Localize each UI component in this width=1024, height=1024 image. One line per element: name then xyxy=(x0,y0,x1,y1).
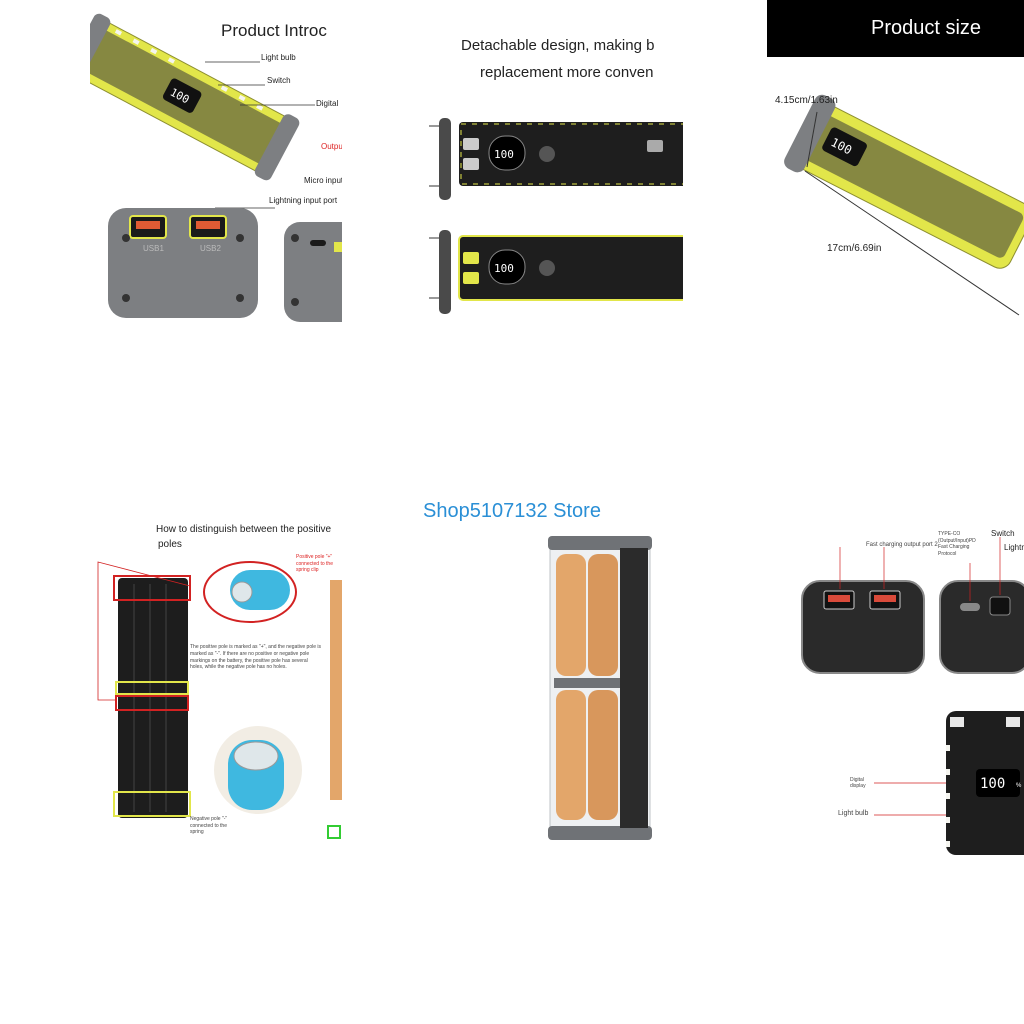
product-size-tile: 100 4.15cm/1.63in 17cm/6.69in xyxy=(767,57,1024,327)
usb1-label: USB1 xyxy=(143,244,164,253)
detach-title-line2: replacement more conven xyxy=(480,64,654,81)
store-name[interactable]: Shop5107132 Store xyxy=(423,500,601,522)
callout-switch: Switch xyxy=(267,76,291,85)
ports-tile: 100 % Fast charging output port 2 TYPE-C… xyxy=(800,525,1024,855)
poles-tile: How to distinguish between the positive … xyxy=(90,520,342,850)
callout-lightning-input: Lightning input port xyxy=(269,196,338,205)
product-size-title: Product size xyxy=(871,17,982,39)
callout-micro-input: Micro input xyxy=(304,176,342,185)
poles-title-line2: poles xyxy=(158,539,182,550)
product-size-header: Product size xyxy=(767,0,1024,57)
callout-light-bulb: Light bulb xyxy=(261,53,296,62)
detachable-illustration: 100 100 xyxy=(429,118,683,314)
intro-title: Product Introc xyxy=(221,21,327,40)
callout-digital: Digital xyxy=(316,99,339,108)
poles-note: The positive pole is marked as "+", and … xyxy=(190,644,321,671)
digital-display-label: Digital display xyxy=(850,777,866,789)
negative-pole-note: Negative pole "-" connected to the sprin… xyxy=(190,816,228,835)
size-width-label: 4.15cm/1.63in xyxy=(775,95,838,106)
battery-pack-tile xyxy=(540,536,660,840)
product-size-illustration: 100 xyxy=(784,94,1024,316)
detachable-tile: 100 100 Detachable design, making b repl… xyxy=(427,30,683,330)
power-bank-intro-illustration: 100 xyxy=(90,13,342,322)
display-value-2: 100 xyxy=(494,262,514,275)
light-bulb-label: Light bulb xyxy=(838,810,869,817)
poles-title-line1: How to distinguish between the positive xyxy=(156,524,332,535)
fast-output-2-label: Fast charging output port 2 xyxy=(866,542,938,548)
lightning-label: Lightn xyxy=(1004,543,1024,552)
size-length-label: 17cm/6.69in xyxy=(827,243,882,254)
battery-pack-illustration xyxy=(548,536,652,840)
ports-display-percent: % xyxy=(1016,783,1022,789)
ports-illustration: 100 % xyxy=(801,537,1024,855)
detach-title-line1: Detachable design, making b xyxy=(461,37,655,54)
usb2-label: USB2 xyxy=(200,244,221,253)
poles-illustration xyxy=(97,561,342,839)
positive-pole-note: Positive pole "+" connected to the sprin… xyxy=(296,554,333,573)
switch-label: Switch xyxy=(991,529,1015,538)
callout-output: Output xyxy=(321,142,342,151)
ports-display-value: 100 xyxy=(980,776,1005,792)
display-value-1: 100 xyxy=(494,148,514,161)
product-intro-tile: 100 Product Introc Light bulb Switch Dig… xyxy=(90,0,342,330)
type-c-label: TYPE-CO (Output/Input)PD Fast Charging P… xyxy=(938,531,976,557)
